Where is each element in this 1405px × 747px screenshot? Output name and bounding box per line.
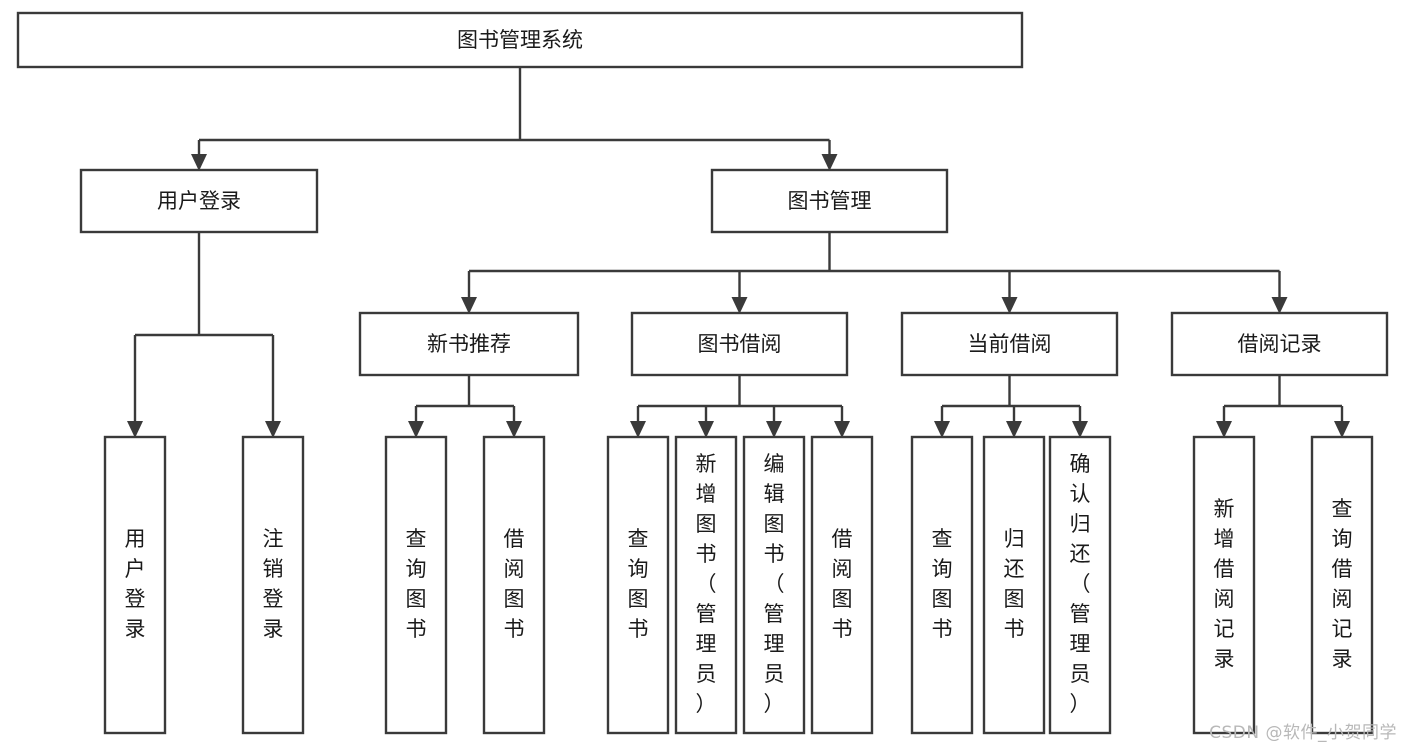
node-box[interactable] <box>1310 435 1374 735</box>
node-box[interactable] <box>674 435 738 735</box>
node-leaf-leaf-user-login[interactable]: 用户登录 <box>103 435 167 735</box>
node-label: 注销登录 <box>263 527 284 641</box>
node-box[interactable] <box>982 435 1046 735</box>
node-label: 编辑图书（管理员） <box>764 452 785 716</box>
arrow-head-icon <box>506 421 522 438</box>
node-label: 查询图书 <box>628 527 649 641</box>
node-leaf-leaf-query-record[interactable]: 查询借阅记录 <box>1310 435 1374 735</box>
node-box[interactable] <box>606 435 670 735</box>
node-box[interactable] <box>630 311 849 377</box>
node-box[interactable] <box>1192 435 1256 735</box>
arrow-head-icon <box>834 421 850 438</box>
node-box[interactable] <box>482 435 546 735</box>
arrow-head-icon <box>408 421 424 438</box>
node-box[interactable] <box>16 11 1024 69</box>
node-level2-user-login[interactable]: 用户登录 <box>79 168 319 234</box>
node-level3-borrow-record[interactable]: 借阅记录 <box>1170 311 1389 377</box>
node-leaf-leaf-edit-book[interactable]: 编辑图书（管理员） <box>742 435 806 735</box>
node-leaf-leaf-confirm-return[interactable]: 确认归还（管理员） <box>1048 435 1112 735</box>
arrow-head-icon <box>191 154 207 171</box>
connector-group-book-manage <box>461 232 1288 314</box>
connector-group-user-login <box>127 232 281 438</box>
arrow-head-icon <box>934 421 950 438</box>
node-label: 查询图书 <box>932 527 953 641</box>
node-label: 确认归还（管理员） <box>1070 452 1091 716</box>
connector-group-root <box>191 67 838 171</box>
node-leaf-leaf-logout[interactable]: 注销登录 <box>241 435 305 735</box>
connector-group-current-borrow <box>934 375 1088 438</box>
node-label: 借阅图书 <box>832 527 853 641</box>
node-label: 查询借阅记录 <box>1332 497 1353 671</box>
node-leaf-leaf-borrow-book-1[interactable]: 借阅图书 <box>482 435 546 735</box>
node-label: 用户登录 <box>125 527 146 641</box>
node-label: 图书管理系统 <box>457 28 583 52</box>
arrow-head-icon <box>1271 297 1288 314</box>
arrow-head-icon <box>1334 421 1350 438</box>
node-box[interactable] <box>384 435 448 735</box>
connector-layer <box>127 67 1350 438</box>
node-level3-current-borrow[interactable]: 当前借阅 <box>900 311 1119 377</box>
node-box[interactable] <box>1048 435 1112 735</box>
node-box[interactable] <box>810 435 874 735</box>
node-leaf-leaf-query-book-2[interactable]: 查询图书 <box>606 435 670 735</box>
node-root[interactable]: 图书管理系统 <box>16 11 1024 69</box>
node-box[interactable] <box>710 168 949 234</box>
node-label: 图书管理 <box>788 189 872 213</box>
arrow-head-icon <box>461 297 477 314</box>
node-label: 当前借阅 <box>968 332 1052 356</box>
node-label: 新增借阅记录 <box>1214 497 1235 671</box>
node-box[interactable] <box>900 311 1119 377</box>
node-level3-new-book-rec[interactable]: 新书推荐 <box>358 311 580 377</box>
arrow-head-icon <box>630 421 646 438</box>
node-box[interactable] <box>241 435 305 735</box>
arrow-head-icon <box>821 154 838 171</box>
node-label: 用户登录 <box>157 189 241 213</box>
arrow-head-icon <box>1216 421 1232 438</box>
node-label: 图书借阅 <box>698 332 782 356</box>
node-box[interactable] <box>910 435 974 735</box>
connector-group-borrow-record <box>1216 375 1350 438</box>
node-leaf-leaf-query-book-3[interactable]: 查询图书 <box>910 435 974 735</box>
node-box[interactable] <box>103 435 167 735</box>
node-box[interactable] <box>742 435 806 735</box>
node-label: 新书推荐 <box>427 332 511 356</box>
node-leaf-leaf-add-record[interactable]: 新增借阅记录 <box>1192 435 1256 735</box>
arrow-head-icon <box>1072 421 1088 438</box>
arrow-head-icon <box>127 421 143 438</box>
node-label: 归还图书 <box>1004 527 1025 641</box>
node-label: 新增图书（管理员） <box>696 452 717 716</box>
arrow-head-icon <box>1001 297 1018 314</box>
node-label: 查询图书 <box>406 527 427 641</box>
node-level2-book-manage[interactable]: 图书管理 <box>710 168 949 234</box>
node-leaf-leaf-borrow-book-2[interactable]: 借阅图书 <box>810 435 874 735</box>
node-level3-book-borrow[interactable]: 图书借阅 <box>630 311 849 377</box>
node-box[interactable] <box>79 168 319 234</box>
node-label: 借阅图书 <box>504 527 525 641</box>
arrow-head-icon <box>698 421 714 438</box>
node-label: 借阅记录 <box>1238 332 1322 356</box>
arrow-head-icon <box>766 421 782 438</box>
node-leaf-leaf-return-book[interactable]: 归还图书 <box>982 435 1046 735</box>
node-leaf-leaf-add-book[interactable]: 新增图书（管理员） <box>674 435 738 735</box>
arrow-head-icon <box>265 421 281 438</box>
node-leaf-leaf-query-book-1[interactable]: 查询图书 <box>384 435 448 735</box>
arrow-head-icon <box>731 297 748 314</box>
node-box[interactable] <box>1170 311 1389 377</box>
arrow-head-icon <box>1006 421 1022 438</box>
connector-group-new-book-rec <box>408 375 522 438</box>
node-box[interactable] <box>358 311 580 377</box>
node-layer: 图书管理系统用户登录图书管理新书推荐图书借阅当前借阅借阅记录用户登录注销登录查询… <box>16 11 1389 735</box>
connector-group-book-borrow <box>630 375 850 438</box>
